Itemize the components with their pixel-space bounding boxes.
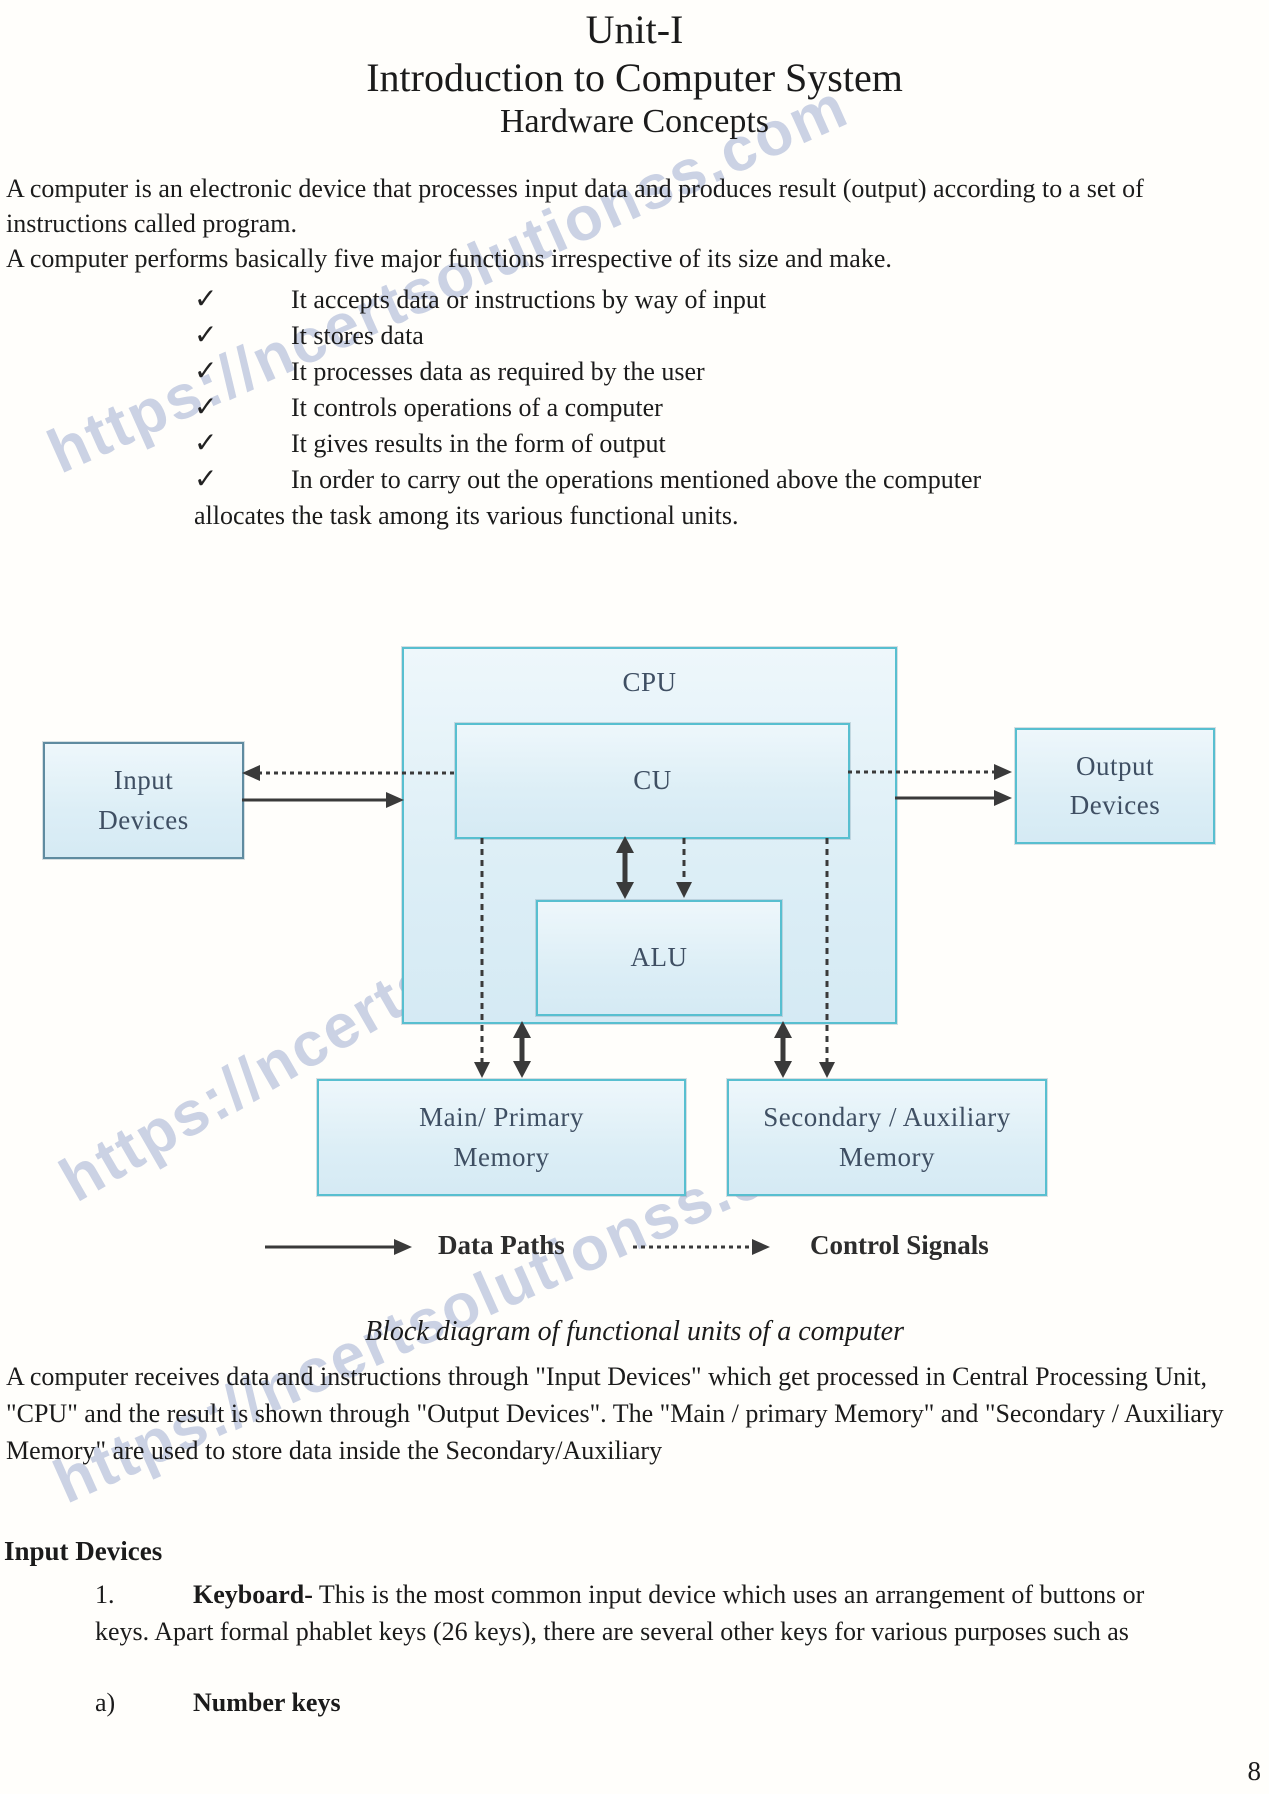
document-header: Unit-I Introduction to Computer System H… <box>0 0 1269 143</box>
section-title: Hardware Concepts <box>499 103 770 140</box>
list-item-text: It processes data as required by the use… <box>291 356 705 386</box>
keyboard-text: This is the most common input device whi… <box>95 1580 1145 1646</box>
list-number: 1. <box>95 1580 115 1609</box>
checkmark-icon: ✓ <box>194 391 218 423</box>
input-devices-label: Input <box>113 765 174 796</box>
functions-checklist: ✓ It accepts data or instructions by way … <box>6 282 1263 498</box>
data-path-arrowhead <box>994 790 1012 806</box>
intro-paragraph: A computer is an electronic device that … <box>6 173 1144 238</box>
alu-box: ALU <box>536 900 782 1016</box>
list-item: ✓ It controls operations of a computer <box>6 390 1263 426</box>
input-devices-heading: Input Devices <box>4 1536 163 1566</box>
list-continuation: allocates the task among its various fun… <box>194 500 739 530</box>
control-signal-arrowhead <box>242 765 260 781</box>
control-signal-arrow-icon <box>752 1239 770 1255</box>
functions-line: A computer performs basically five major… <box>6 243 892 273</box>
secondary-memory-box: Secondary / Auxiliary Memory <box>727 1079 1047 1196</box>
data-path-arrowhead <box>616 882 634 899</box>
description-paragraph: A computer receives data and instruction… <box>6 1362 1224 1465</box>
intro-text-block: A computer is an electronic device that … <box>0 171 1269 534</box>
main-memory-box: Main/ Primary Memory <box>317 1079 686 1196</box>
data-path-arrowhead <box>513 1061 531 1078</box>
figure-caption: Block diagram of functional units of a c… <box>365 1316 904 1347</box>
keyboard-label: Keyboard- <box>193 1580 313 1609</box>
list-item: ✓ In order to carry out the operations me… <box>6 462 1263 498</box>
list-item-text: It controls operations of a computer <box>291 392 663 422</box>
checkmark-icon: ✓ <box>194 427 218 459</box>
control-signal-arrowhead <box>819 1062 835 1078</box>
control-signal-arrowhead <box>676 882 692 898</box>
unit-title: Unit-I <box>585 7 684 52</box>
block-diagram: CPU CU ALU Input Devices Output Devices … <box>0 640 1269 1305</box>
data-path-arrowhead <box>616 836 634 853</box>
data-path-arrowhead <box>386 792 404 808</box>
checkmark-icon: ✓ <box>194 283 218 315</box>
list-item: ✓ It processes data as required by the us… <box>6 354 1263 390</box>
output-devices-box: Output Devices <box>1015 728 1215 844</box>
legend-data-paths: Data Paths <box>438 1230 565 1260</box>
output-devices-label: Devices <box>1069 790 1161 820</box>
legend-control-signals: Control Signals <box>810 1230 989 1260</box>
cpu-label: CPU <box>622 667 677 697</box>
list-letter: a) <box>95 1688 116 1717</box>
alu-label: ALU <box>630 942 688 973</box>
secondary-memory-label: Memory <box>839 1141 935 1172</box>
main-memory-label: Memory <box>453 1141 550 1172</box>
secondary-memory-label: Secondary / Auxiliary <box>763 1102 1011 1133</box>
chapter-title: Introduction to Computer System <box>366 55 903 100</box>
input-devices-label: Devices <box>98 804 189 835</box>
data-path-arrow-icon <box>394 1239 412 1255</box>
number-keys-item: a) Number keys <box>95 1688 341 1718</box>
checkmark-icon: ✓ <box>194 319 218 351</box>
input-devices-box: Input Devices <box>43 742 244 859</box>
list-item: ✓ It gives results in the form of output <box>6 426 1263 462</box>
checkmark-icon: ✓ <box>194 355 218 387</box>
list-item-text: It stores data <box>291 320 424 350</box>
cu-label: CU <box>633 765 672 796</box>
cu-box: CU <box>455 723 850 839</box>
list-item: ✓ It stores data <box>6 318 1263 354</box>
data-path-arrowhead <box>513 1021 531 1038</box>
control-signal-arrowhead <box>474 1062 490 1078</box>
list-item-text: It accepts data or instructions by way o… <box>291 284 767 314</box>
page-number: 8 <box>1247 1756 1262 1786</box>
main-memory-label: Main/ Primary <box>419 1102 584 1133</box>
data-path-arrowhead <box>774 1061 792 1078</box>
list-item-text: In order to carry out the operations men… <box>291 464 982 494</box>
list-item-text: It gives results in the form of output <box>291 428 666 458</box>
data-path-arrowhead <box>774 1021 792 1038</box>
diagram-arrows <box>242 764 1012 1255</box>
list-item: ✓ It accepts data or instructions by way … <box>6 282 1263 318</box>
output-devices-label: Output <box>1075 750 1154 781</box>
checkmark-icon: ✓ <box>194 463 218 495</box>
control-signal-arrowhead <box>994 764 1012 780</box>
number-keys-label: Number keys <box>193 1688 341 1717</box>
keyboard-list-item: 1. Keyboard- This is the most common inpu… <box>95 1576 1185 1650</box>
